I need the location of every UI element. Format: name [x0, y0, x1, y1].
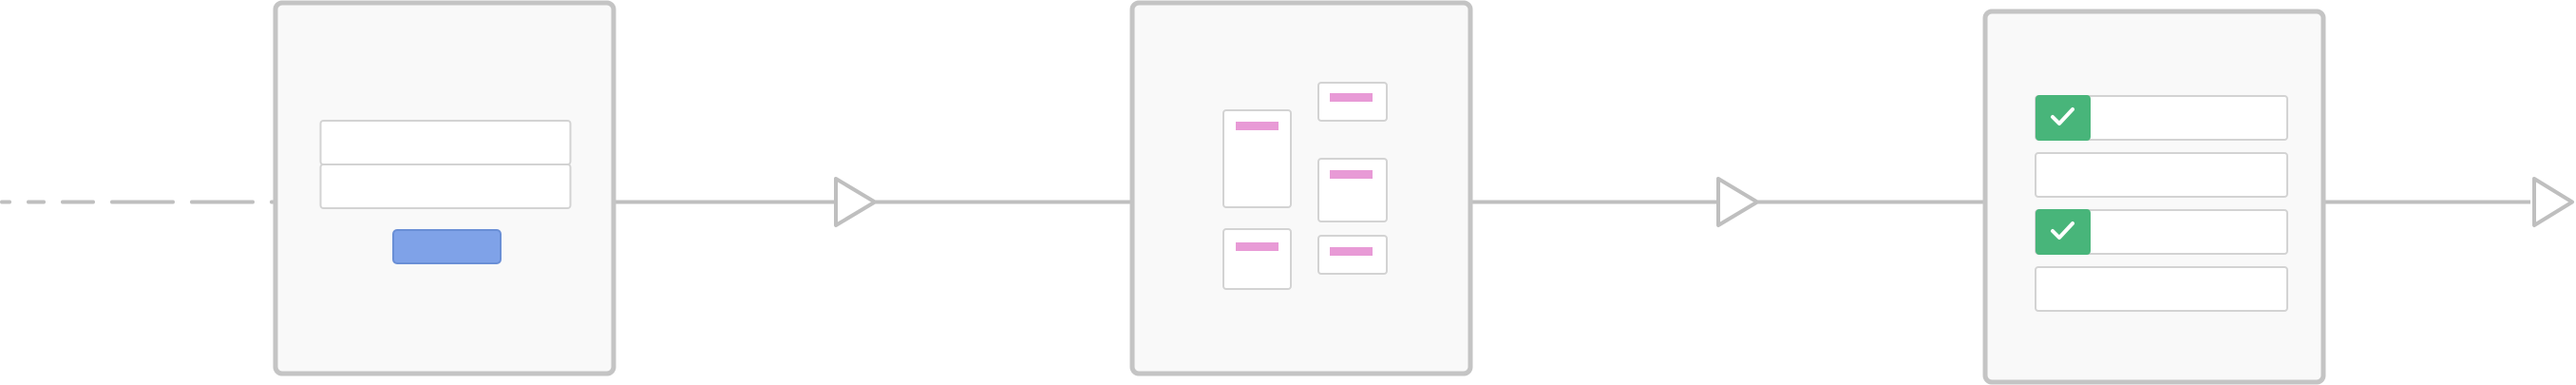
card-frame [1129, 0, 1473, 376]
form-card [273, 0, 616, 376]
kanban-item-tag [1330, 247, 1373, 256]
kanban-item-tag [1330, 93, 1373, 102]
check-icon [2051, 221, 2074, 240]
kanban-item-tag [1236, 122, 1279, 130]
checklist-card [1982, 9, 2326, 385]
kanban-item [1222, 109, 1292, 208]
kanban-item-tag [1330, 170, 1373, 179]
kanban-card [1129, 0, 1473, 376]
arrow-right-icon [2532, 177, 2574, 227]
connector-out [2323, 177, 2574, 227]
arrow-right-icon [834, 177, 877, 227]
arrow-right-icon [1716, 177, 1759, 227]
kanban-item [1317, 158, 1388, 222]
form-field-2 [319, 164, 572, 209]
check-icon [2051, 107, 2074, 125]
connector-1 [614, 177, 1132, 227]
kanban-item-tag [1236, 242, 1279, 251]
connector-2 [1470, 177, 1985, 227]
checklist-item [2035, 152, 2288, 198]
form-field-1 [319, 120, 572, 165]
checklist-item [2035, 266, 2288, 312]
form-submit-button [392, 229, 502, 264]
kanban-item [1222, 228, 1292, 290]
